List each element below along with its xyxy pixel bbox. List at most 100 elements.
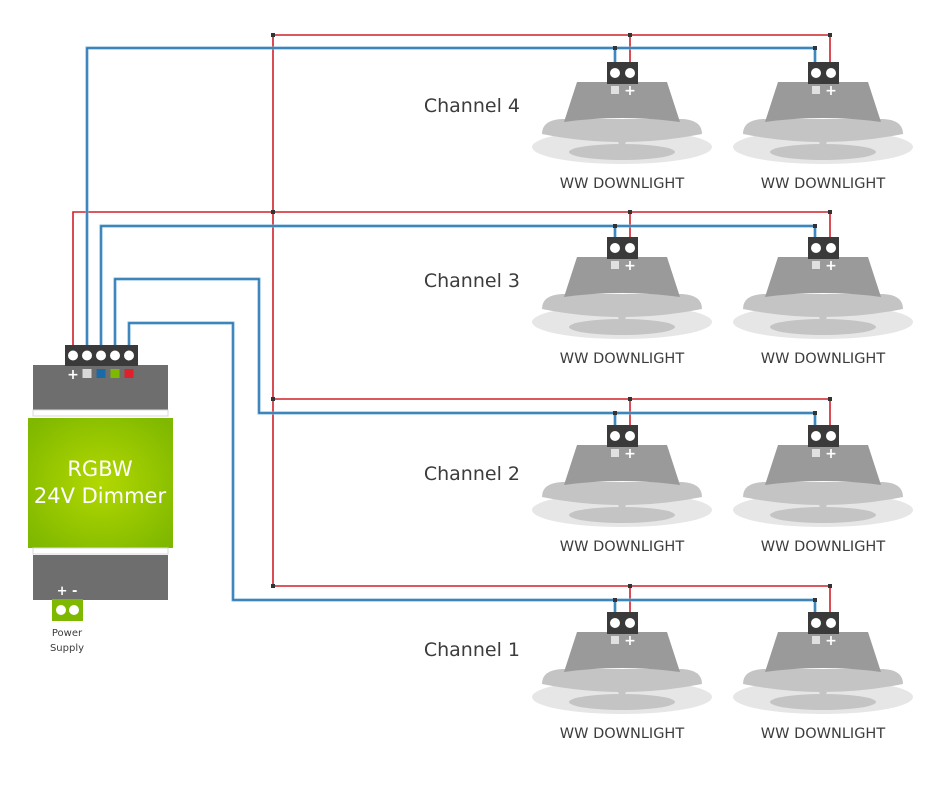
downlight-lens [569,694,675,710]
dimmer-green-panel [28,418,173,548]
downlight-terminal-hole [826,243,836,253]
dimmer-lower-housing [33,555,168,600]
downlight-negative-marker [812,636,820,644]
dimmer-title-line1: RGBW [67,457,133,481]
downlight-negative-marker [611,636,619,644]
downlight-plus-marker: + [624,446,636,462]
dimmer-terminal-hole [124,350,134,361]
ww-downlight: +WW DOWNLIGHT [532,237,712,367]
downlight-lens-notch [819,317,827,322]
downlight-terminal-hole [811,243,821,253]
channel-label: Channel 3 [424,270,520,292]
wire-junction [628,584,632,588]
downlight-terminal-hole [811,618,821,628]
power-terminal-hole [56,605,66,615]
ww-downlight: + WW DOWNLIGHT [733,237,913,367]
channel-2-wire [113,277,815,415]
rgbw-dimmer: RGBW 24V Dimmer + + - Power Supply [28,345,173,654]
downlight-lens-notch [618,692,626,697]
downlight-trim [743,482,903,505]
dimmer-terminal-plus-marker: + [67,367,79,383]
dimmer-terminal-color-marker-r [124,369,134,378]
channel-2: Channel 2 + WW DOWNLIGHT + WW DOWNLIGHT [424,425,913,555]
ww-downlight: +WW DOWNLIGHT [733,612,913,742]
downlight-label: WW DOWNLIGHT [761,539,886,555]
dimmer-title-line2: 24V Dimmer [34,484,167,508]
dimmer-terminal-hole [110,350,120,361]
downlight-lens [569,144,675,160]
downlight-label: WW DOWNLIGHT [761,176,886,192]
ww-downlight: + WW DOWNLIGHT [733,62,913,192]
downlight-lens-notch [618,505,626,510]
downlight-terminal-hole [826,431,836,441]
downlight-plus-marker: + [624,258,636,274]
wire-junction [828,210,832,214]
downlight-plus-marker: + [825,83,837,99]
downlight-plus-marker: + [825,446,837,462]
wire-junction [828,33,832,37]
dimmer-terminal-holes [68,350,134,361]
dimmer-terminal-color-marker-g [110,369,120,378]
dimmer-terminal-markers: + [67,367,134,383]
downlight-label: WW DOWNLIGHT [761,351,886,367]
power-supply-label-line2: Supply [50,643,84,654]
downlight-terminal-hole [811,431,821,441]
wire-junction [613,411,617,415]
channel-label: Channel 2 [424,463,520,485]
dimmer-terminal-color-marker-b [96,369,106,378]
downlight-lens-notch [618,317,626,322]
power-terminal-hole [69,605,79,615]
downlight-lens [770,319,876,335]
dimmer-terminal-color-marker-w [82,369,92,378]
downlight-terminal-hole [610,243,620,253]
downlight-trim [542,294,702,317]
channel-4-wire-core [86,47,815,345]
positive-feed-wire [72,211,273,345]
downlight-body [564,82,680,122]
wire-junction [813,224,817,228]
downlight-trim [743,294,903,317]
downlight-negative-marker [812,261,820,269]
ww-downlight: +WW DOWNLIGHT [532,612,712,742]
downlight-terminal-block [808,237,839,259]
downlight-label: WW DOWNLIGHT [560,539,685,555]
downlight-lens [569,319,675,335]
downlight-lens-notch [819,142,827,147]
downlight-body [564,257,680,297]
wire-junction [271,397,275,401]
downlight-body [564,445,680,485]
downlight-terminal-block [808,425,839,447]
downlight-body [564,632,680,672]
downlight-terminal-hole [610,68,620,78]
downlight-plus-marker: + [825,633,837,649]
wire-junction [813,46,817,50]
downlight-lens-notch [819,505,827,510]
downlight-trim [743,669,903,692]
dimmer-terminal-hole [68,350,78,361]
channel-4: Channel 4+WW DOWNLIGHT+WW DOWNLIGHT [424,62,913,192]
channel-3: Channel 3+WW DOWNLIGHT+WW DOWNLIGHT [424,237,913,367]
downlight-trim [542,482,702,505]
downlight-plus-marker: + [825,258,837,274]
channel-label: Channel 1 [424,639,520,661]
downlight-lens [770,507,876,523]
wire-junction [813,411,817,415]
channel-1-wire-core [128,322,815,601]
wire-junction [813,598,817,602]
downlight-terminal-hole [811,68,821,78]
downlight-negative-marker [812,449,820,457]
downlight-terminal-hole [625,618,635,628]
downlight-terminal-block [607,425,638,447]
dimmer-terminal-hole [82,350,92,361]
downlight-terminal-hole [625,243,635,253]
downlight-terminal-hole [610,618,620,628]
wire-junction [271,584,275,588]
downlight-trim [743,119,903,142]
downlight-body [765,632,881,672]
power-polarity-label: + - [57,584,78,599]
downlight-terminal-block [607,612,638,634]
channel-1: Channel 1 +WW DOWNLIGHT+WW DOWNLIGHT [424,612,913,742]
downlight-negative-marker [611,261,619,269]
channel-2-wire-core [114,278,815,414]
